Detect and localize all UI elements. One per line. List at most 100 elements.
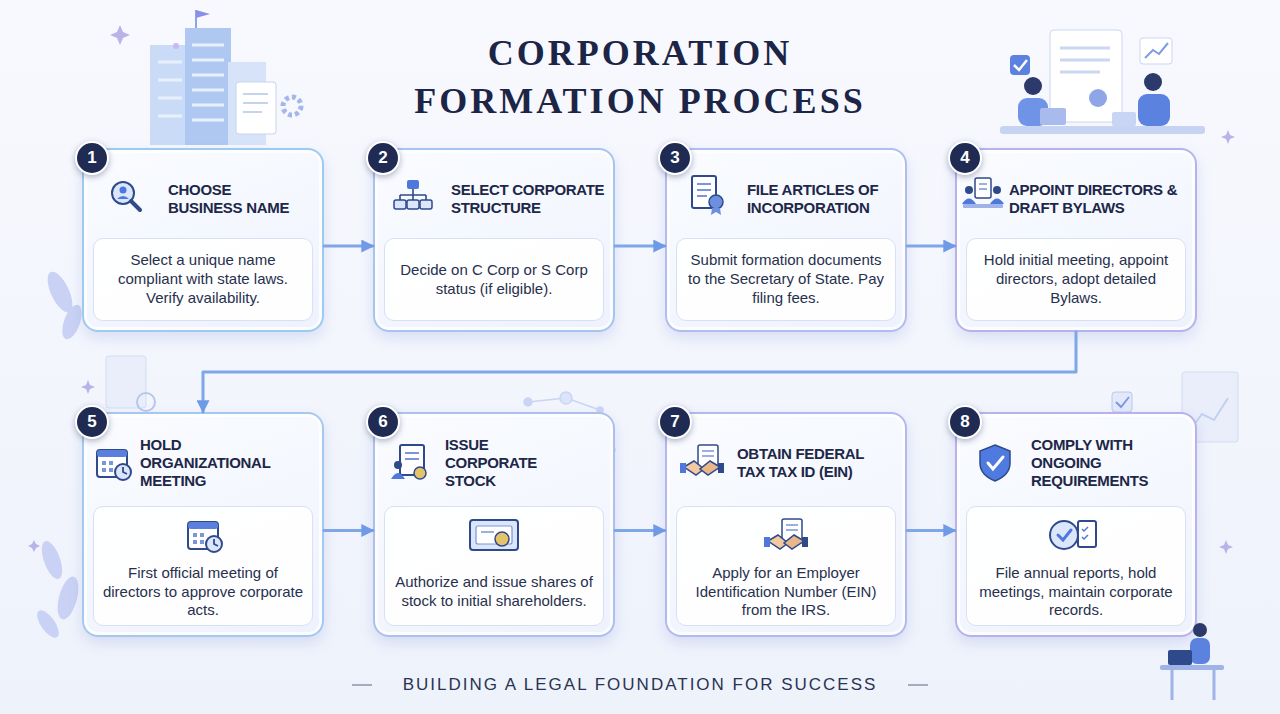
diagram-caption: BUILDING A LEGAL FOUNDATION FOR SUCCESS bbox=[0, 675, 1280, 695]
office-buildings bbox=[158, 61, 182, 64]
desk-scene bbox=[1060, 59, 1110, 62]
process-box: CHOOSE BUSINESS NAME Select a unique name… bbox=[82, 148, 324, 332]
process-box: OBTAIN FEDERAL TAX TAX ID (EIN) Apply for… bbox=[665, 412, 907, 637]
office-buildings bbox=[243, 111, 262, 113]
step-description: Select a unique name compliant with stat… bbox=[93, 238, 313, 321]
number-circle-shape bbox=[949, 142, 981, 174]
office-buildings bbox=[192, 74, 224, 77]
number-circle: 2 bbox=[366, 141, 400, 175]
office-buildings bbox=[192, 119, 224, 122]
office-buildings bbox=[192, 104, 224, 107]
process-box: COMPLY WITH ONGOING REQUIREMENTS File ann… bbox=[955, 412, 1197, 637]
sparkles bbox=[28, 540, 40, 552]
step-number: 1 bbox=[75, 141, 109, 175]
desk-scene bbox=[1060, 71, 1100, 74]
number-circle: 8 bbox=[948, 405, 982, 439]
office-buildings bbox=[150, 10, 301, 145]
step-number: 7 bbox=[658, 405, 692, 439]
office-buildings bbox=[150, 45, 190, 145]
sparkles bbox=[1221, 130, 1235, 144]
step-heading: OBTAIN FEDERAL TAX TAX ID (EIN) bbox=[737, 432, 865, 494]
step-description: Apply for an Employer Identification Num… bbox=[676, 506, 896, 626]
decorative-leaves bbox=[38, 538, 67, 581]
office-buildings bbox=[236, 82, 276, 134]
decorative-leaves bbox=[54, 574, 83, 621]
step-description: First official meeting of directors to a… bbox=[93, 506, 313, 626]
flow-arrow bbox=[907, 245, 955, 248]
desk-scene bbox=[1024, 77, 1042, 95]
process-box: APPOINT DIRECTORS & DRAFT BYLAWS Hold ini… bbox=[955, 148, 1197, 332]
step-description: Decide on C Corp or S Corp status (if el… bbox=[384, 238, 604, 321]
desk-scene bbox=[1138, 94, 1170, 126]
desk-scene bbox=[1112, 112, 1136, 126]
office-buildings bbox=[283, 97, 301, 115]
step-number: 4 bbox=[948, 141, 982, 175]
office-buildings bbox=[243, 102, 268, 104]
step-heading: FILE ARTICLES OF INCORPORATION bbox=[747, 168, 897, 230]
faint-documents bbox=[137, 393, 155, 411]
step-heading: SELECT CORPORATE STRUCTURE bbox=[451, 168, 607, 230]
number-circle-shape bbox=[76, 142, 108, 174]
flow-arrow bbox=[615, 529, 665, 532]
office-buildings bbox=[158, 115, 182, 118]
sparkles bbox=[81, 380, 95, 394]
step-description: Hold initial meeting, appoint directors,… bbox=[966, 238, 1186, 321]
step-number: 5 bbox=[75, 405, 109, 439]
faint-documents bbox=[1116, 397, 1129, 407]
laptop-person bbox=[1171, 670, 1174, 700]
desk-scene bbox=[1014, 60, 1027, 70]
network-dots bbox=[524, 398, 532, 406]
sparkles bbox=[110, 25, 130, 45]
office-buildings bbox=[196, 10, 210, 18]
step-description: File annual reports, hold meetings, main… bbox=[966, 506, 1186, 626]
step-heading: CHOOSE BUSINESS NAME bbox=[168, 168, 308, 230]
number-circle: 4 bbox=[948, 141, 982, 175]
diagram-title: CORPORATION FORMATION PROCESS bbox=[380, 30, 900, 125]
office-buildings bbox=[192, 89, 224, 92]
office-buildings bbox=[158, 97, 182, 100]
network-dots bbox=[560, 392, 572, 404]
sparkles bbox=[1219, 540, 1233, 554]
office-buildings bbox=[158, 79, 182, 82]
desk-scene bbox=[1040, 108, 1066, 125]
step-description: Authorize and issue shares of stock to i… bbox=[384, 506, 604, 626]
flow-arrow bbox=[203, 332, 1076, 412]
number-circle-shape bbox=[659, 406, 691, 438]
decorative-leaves bbox=[33, 268, 86, 641]
number-circle: 5 bbox=[75, 405, 109, 439]
number-circle-shape bbox=[367, 406, 399, 438]
number-circle-shape bbox=[367, 142, 399, 174]
step-heading: COMPLY WITH ONGOING REQUIREMENTS bbox=[1031, 432, 1185, 494]
desk-scene bbox=[1000, 126, 1205, 134]
decorative-leaves bbox=[33, 607, 63, 641]
desk-scene bbox=[1060, 47, 1110, 50]
step-number: 3 bbox=[658, 141, 692, 175]
desk-scene bbox=[1010, 55, 1030, 75]
process-box: HOLD ORGANIZATIONAL MEETING First officia… bbox=[82, 412, 324, 637]
number-circle-shape bbox=[76, 406, 108, 438]
office-buildings bbox=[185, 28, 231, 145]
number-circle: 6 bbox=[366, 405, 400, 439]
office-buildings bbox=[158, 45, 224, 120]
faint-documents bbox=[106, 356, 146, 408]
desk-scene bbox=[1144, 73, 1162, 91]
office-buildings bbox=[192, 44, 224, 47]
step-description: Submit formation documents to the Secret… bbox=[676, 238, 896, 321]
faint-documents bbox=[1112, 392, 1132, 412]
number-circle: 7 bbox=[658, 405, 692, 439]
step-number: 8 bbox=[948, 405, 982, 439]
office-buildings bbox=[173, 43, 179, 49]
step-number: 6 bbox=[366, 405, 400, 439]
number-circle-shape bbox=[659, 142, 691, 174]
desk-scene bbox=[1089, 89, 1107, 107]
laptop-person bbox=[1168, 650, 1192, 665]
laptop-person bbox=[1213, 670, 1216, 700]
step-heading: APPOINT DIRECTORS & DRAFT BYLAWS bbox=[1009, 168, 1180, 230]
number-circle: 1 bbox=[75, 141, 109, 175]
laptop-person bbox=[1160, 665, 1224, 670]
step-heading: HOLD ORGANIZATIONAL MEETING bbox=[140, 432, 312, 494]
flow-arrow bbox=[907, 529, 955, 532]
process-box: FILE ARTICLES OF INCORPORATION Submit for… bbox=[665, 148, 907, 332]
desk-scene bbox=[1145, 43, 1168, 58]
